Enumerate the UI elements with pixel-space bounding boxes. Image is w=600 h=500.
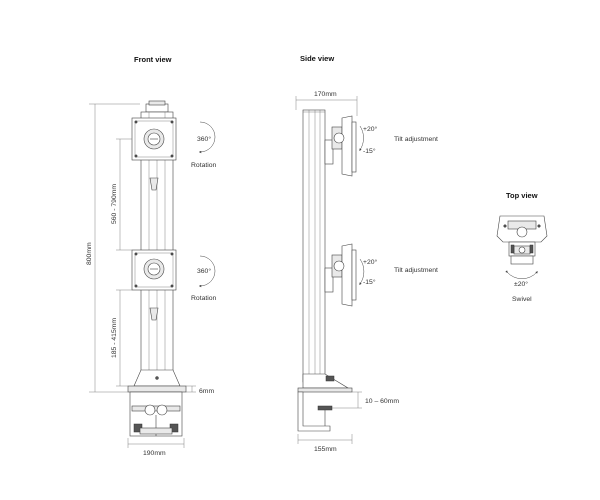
clamp-range-dimension: 10 – 60mm (365, 398, 399, 405)
tilt-down-upper: -15° (363, 147, 376, 155)
tilt-down-lower: -15° (363, 278, 376, 286)
front-view-drawing (127, 100, 187, 437)
side-bottom-width-dimension: 155mm (314, 446, 337, 453)
base-plate-dimension-line (186, 385, 196, 393)
swivel-angle: ±20° (514, 280, 528, 288)
swivel-arrow (505, 270, 538, 280)
lower-range-dimension-line (116, 289, 132, 387)
swivel-label: Swivel (512, 296, 532, 303)
side-view-drawing (297, 109, 357, 432)
tilt-adjustment-upper: Tilt adjustment (394, 136, 438, 143)
front-width-dimension-line (127, 438, 185, 448)
tilt-up-upper: +20° (363, 125, 378, 133)
height-dimension-line (89, 103, 140, 393)
height-dimension: 800mm (86, 242, 93, 265)
rotation-label-lower: Rotation (191, 295, 217, 302)
front-width-dimension: 190mm (143, 450, 166, 457)
upper-range-dimension-line (116, 138, 132, 251)
rotation-angle-lower: 360° (197, 267, 211, 275)
side-top-width-dimension: 170mm (314, 91, 337, 98)
tilt-arrow-lower (359, 258, 365, 286)
side-view-title: Side view (300, 54, 334, 63)
top-view-title: Top view (506, 191, 538, 200)
rotation-angle-upper: 360° (197, 135, 211, 143)
tilt-arrow-upper (359, 125, 364, 152)
upper-range-dimension: 560 - 790mm (111, 184, 118, 224)
clamp-range-dimension-line (332, 391, 362, 409)
lower-range-dimension: 185 - 415mm (111, 318, 118, 358)
rotation-arrow-lower (198, 255, 216, 288)
rotation-arrow-upper (198, 121, 216, 154)
side-bottom-width-dimension-line (297, 434, 353, 444)
top-view-drawing (496, 215, 548, 265)
tilt-adjustment-lower: Tilt adjustment (394, 267, 438, 274)
tilt-up-lower: +20° (363, 258, 378, 266)
base-plate-dimension: 6mm (199, 388, 214, 395)
rotation-label-upper: Rotation (191, 162, 217, 169)
front-view-title: Front view (134, 55, 172, 64)
side-top-width-dimension-line (295, 96, 358, 116)
